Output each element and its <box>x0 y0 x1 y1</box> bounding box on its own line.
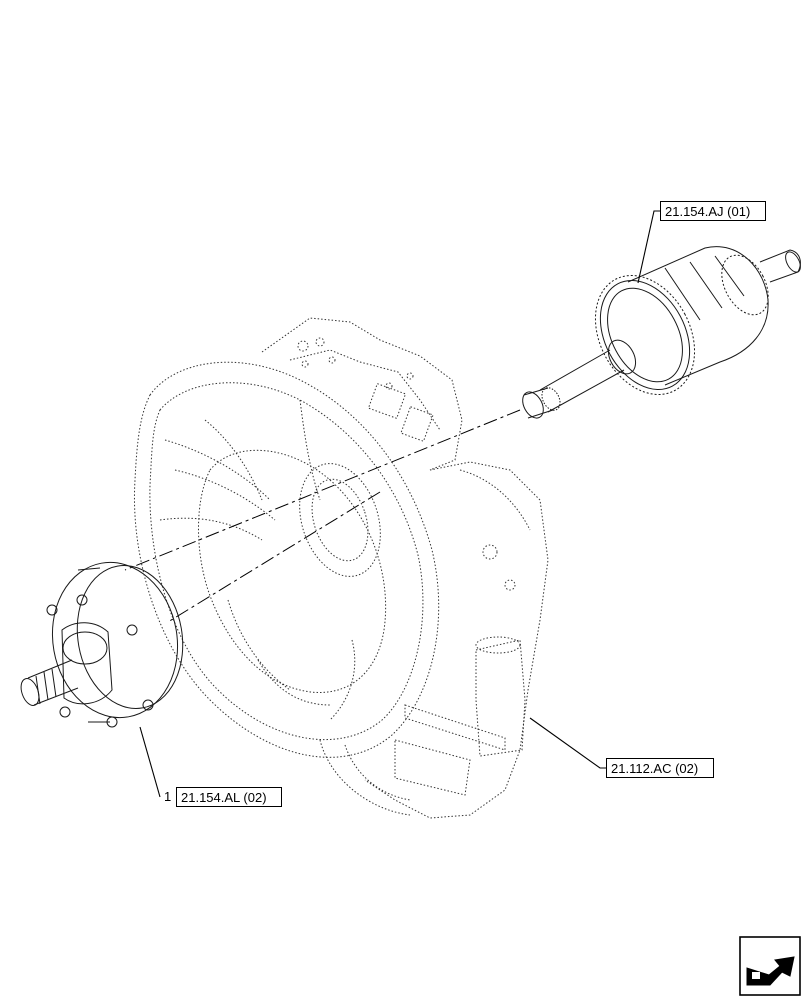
callout-input-shaft-assembly[interactable]: 21.154.AJ (01) <box>660 201 766 221</box>
pump-assembly <box>20 561 184 728</box>
callout-leaders <box>139 210 660 798</box>
transmission-housing <box>133 317 549 819</box>
callout-pump-assembly[interactable]: 21.154.AL (02) <box>176 787 282 807</box>
assembly-centerlines <box>124 409 521 623</box>
callout-pump-assembly-qty: 1 <box>164 789 172 804</box>
callout-transmission-housing[interactable]: 21.112.AC (02) <box>606 758 714 778</box>
next-page-arrow-icon <box>739 936 801 996</box>
input-shaft-assembly <box>522 246 801 419</box>
